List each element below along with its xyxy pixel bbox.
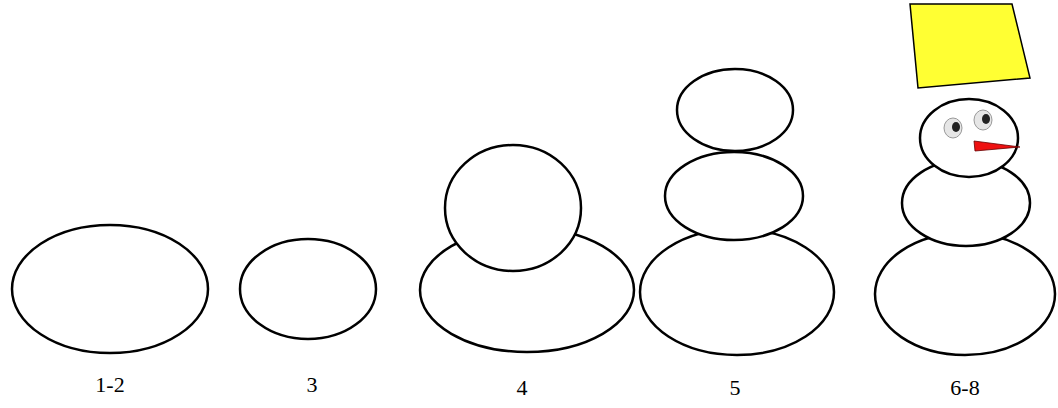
snowball: [640, 229, 834, 355]
bucket-hat: [910, 4, 1030, 88]
stage-number: 1-2: [95, 374, 124, 396]
stage-number: 5: [730, 377, 741, 399]
stage-number: 6-8: [950, 377, 979, 399]
snowman-head: [920, 99, 1018, 177]
snowball: [445, 145, 581, 271]
snowball: [240, 239, 376, 339]
stage-number: 4: [517, 377, 528, 399]
snowball: [875, 233, 1055, 355]
eyes: [944, 110, 992, 138]
stage-number: 3: [307, 374, 318, 396]
snowball: [665, 152, 803, 240]
carrot-nose: [974, 141, 1020, 151]
snowball: [677, 69, 793, 151]
snowball: [12, 225, 208, 353]
